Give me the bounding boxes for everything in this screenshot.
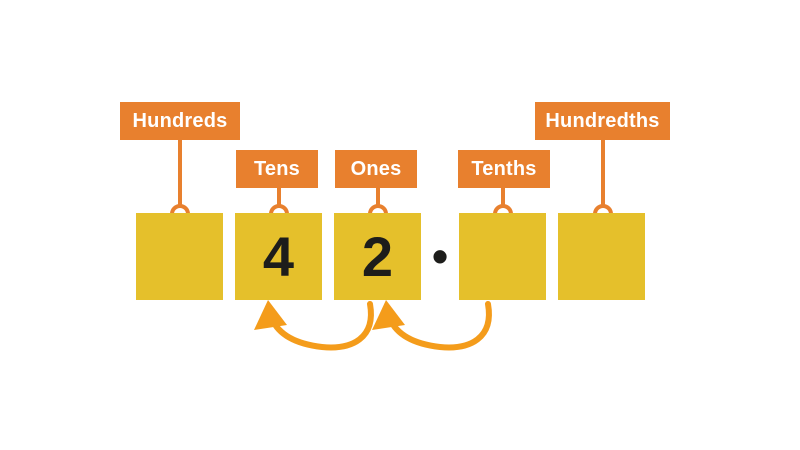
label-ones: Ones: [335, 150, 417, 188]
square-hundreds: [136, 213, 223, 300]
label-tenths: Tenths: [458, 150, 550, 188]
connector-line-ones: [375, 187, 380, 207]
square-tenths: [459, 213, 546, 300]
label-hundredths: Hundredths: [535, 102, 670, 140]
arrow-ones-to-tens: [254, 300, 374, 351]
label-tens: Tens: [236, 150, 318, 188]
digit-tens: 4: [262, 224, 295, 288]
arrowhead-ones: [372, 300, 405, 330]
square-tens: 4: [235, 213, 322, 300]
connector-line-tens: [276, 187, 281, 207]
connector-line-hundreds: [177, 139, 182, 207]
square-ones: 2: [334, 213, 421, 300]
arrow-tenths-to-ones: [372, 300, 492, 351]
decimal-point: •: [431, 230, 449, 282]
connector-line-hundredths: [600, 139, 605, 207]
arrowhead-tens: [254, 300, 287, 330]
connector-line-tenths: [500, 187, 505, 207]
square-hundredths: [558, 213, 645, 300]
label-hundreds: Hundreds: [120, 102, 240, 140]
digit-ones: 2: [361, 224, 394, 288]
